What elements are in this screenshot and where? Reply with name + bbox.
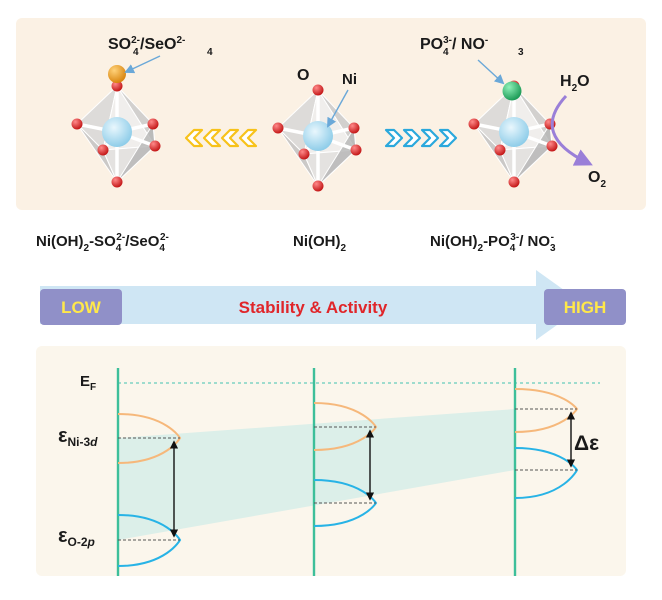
o-atom: [298, 148, 310, 160]
stability-arrow: [40, 270, 585, 340]
o-atom: [71, 118, 83, 130]
reaction-arrow: [550, 94, 593, 166]
right-ligand-label: PO3-/ NO-: [420, 35, 488, 53]
chevron-arrows-left: [184, 128, 258, 148]
ni-3d-label: εNi-3d: [58, 425, 98, 449]
right-ligand-sub1: 4: [443, 47, 449, 58]
chevron: [384, 128, 404, 148]
ni-atom: [102, 117, 132, 147]
low-pill: [40, 289, 122, 325]
stability-activity-label: Stability & Activity: [239, 298, 388, 317]
chevron: [184, 128, 204, 148]
center-oxygen-label: O: [297, 67, 309, 84]
o-atom: [350, 144, 362, 156]
chevron: [438, 128, 458, 148]
left-ligand-sub2: 4: [207, 47, 213, 58]
water-label: H2O: [560, 73, 590, 94]
chevron: [402, 128, 422, 148]
o-atom: [111, 176, 123, 188]
left-ligand-label: SO2-/SeO2-: [108, 35, 185, 53]
chevron-arrows-right: [384, 128, 458, 148]
o-atom: [546, 140, 558, 152]
octahedron-left: [71, 80, 161, 188]
center-nickel-label: Ni: [342, 71, 357, 88]
nickel-pointer: [327, 89, 349, 128]
chevron: [238, 128, 258, 148]
o-2p-label: εO-2p: [58, 525, 95, 549]
ligand-phosphate-atom: [502, 81, 522, 101]
ligand-sulfate-atom: [108, 65, 126, 83]
chevron: [202, 128, 222, 148]
oxygen-gas-label: O2: [588, 169, 606, 190]
o-atom: [147, 118, 159, 130]
o-atom: [468, 118, 480, 130]
compound-label-center: Ni(OH)2: [293, 233, 347, 254]
low-label: LOW: [61, 298, 102, 317]
o-atom: [149, 140, 161, 152]
o-atom: [97, 144, 109, 156]
o-atom: [494, 144, 506, 156]
right-ligand-sub2: 3: [518, 47, 524, 58]
o-atom: [508, 176, 520, 188]
octahedron-face: [513, 122, 553, 183]
energy-bands: [116, 368, 579, 576]
o-atom: [348, 122, 360, 134]
fermi-level-label: EF: [80, 373, 96, 393]
high-label: HIGH: [564, 298, 607, 317]
right-ligand-pointer: [477, 59, 505, 85]
ni-atom: [303, 121, 333, 151]
o-atom: [312, 180, 324, 192]
ni-atom: [499, 117, 529, 147]
o-atom: [312, 84, 324, 96]
left-ligand-pointer: [124, 55, 161, 74]
compound-label-left: Ni(OH)2-SO42-/SeO42-: [36, 232, 169, 254]
o-atom: [111, 80, 123, 92]
delta-epsilon-label: Δε: [574, 432, 599, 455]
o-atom: [272, 122, 284, 134]
compound-label-right: Ni(OH)2-PO43-/ NO3-: [430, 232, 556, 254]
octahedron-face: [116, 122, 156, 183]
octahedron-center: [272, 84, 362, 192]
high-pill: [544, 289, 626, 325]
band-shade: [118, 409, 515, 540]
left-ligand-sub1: 4: [133, 47, 139, 58]
octahedron-face: [317, 126, 357, 187]
chevron: [420, 128, 440, 148]
chevron: [220, 128, 240, 148]
